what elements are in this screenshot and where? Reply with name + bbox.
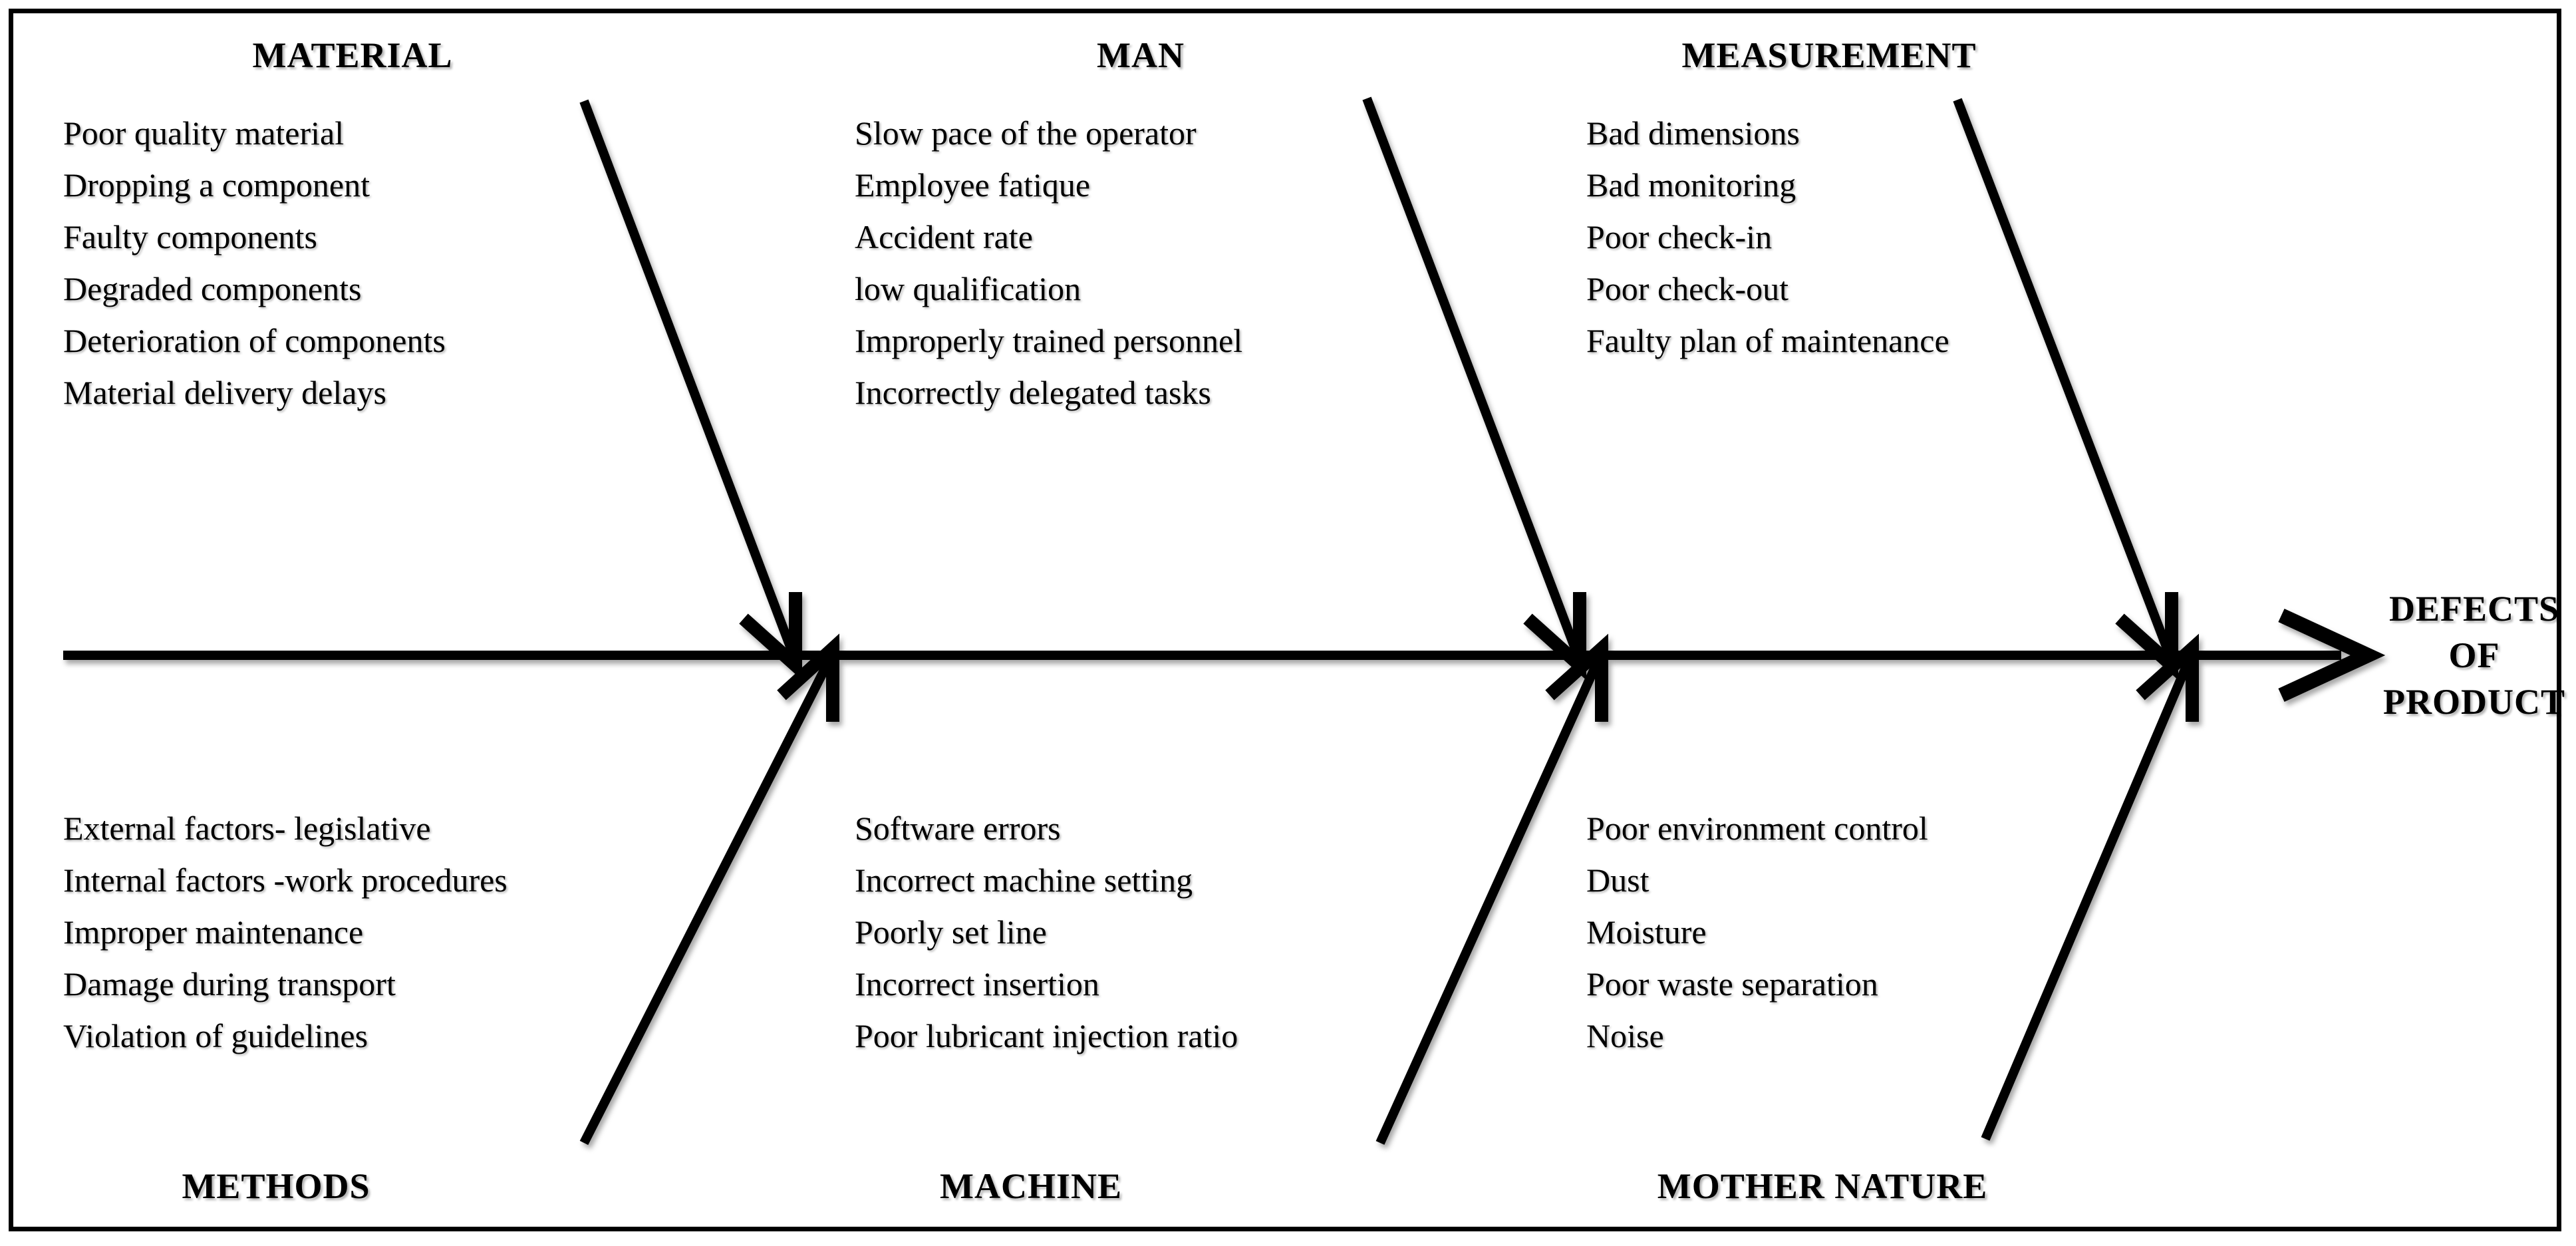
spine-line — [63, 609, 2386, 702]
bone-machine — [1375, 633, 1608, 1145]
cause-item: Deterioration of components — [63, 322, 446, 359]
cause-item: Poor check-out — [1586, 270, 1789, 307]
cause-item: Faulty components — [63, 218, 317, 255]
bone-methods — [579, 633, 839, 1146]
cause-list-machine: Software errors Incorrect machine settin… — [855, 812, 1238, 1071]
category-title-methods: METHODS — [182, 1166, 370, 1206]
cause-item: Faulty plan of maintenance — [1586, 322, 1949, 359]
cause-item: Poor check-in — [1586, 218, 1773, 255]
cause-list-man: Slow pace of the operator Employee fatiq… — [855, 116, 1242, 428]
cause-list-mother-nature: Poor environment control Dust Moisture P… — [1586, 812, 1928, 1071]
cause-item: Poor environment control — [1586, 810, 1928, 847]
cause-item: Incorrectly delegated tasks — [855, 374, 1211, 411]
cause-item: Degraded components — [63, 270, 362, 307]
bone-man — [1362, 96, 1586, 681]
cause-list-material: Poor quality material Dropping a compone… — [63, 116, 446, 428]
cause-list-measurement: Bad dimensions Bad monitoring Poor check… — [1586, 116, 1949, 376]
cause-item: Damage during transport — [63, 965, 396, 1003]
cause-item: Material delivery delays — [63, 374, 386, 411]
category-title-man: MAN — [1097, 35, 1185, 75]
cause-item: Employee fatique — [855, 166, 1091, 204]
cause-item: Internal factors -work procedures — [63, 861, 507, 899]
bone-material — [579, 99, 802, 681]
bone-measurement — [1953, 98, 2178, 681]
bone-mother-nature — [1981, 633, 2199, 1141]
effect-line: DEFECTS — [2388, 589, 2560, 629]
cause-item: Improperly trained personnel — [855, 322, 1243, 359]
cause-item: Poorly set line — [855, 913, 1047, 951]
cause-item: Poor lubricant injection ratio — [855, 1017, 1238, 1054]
cause-item: Poor waste separation — [1586, 965, 1878, 1003]
category-title-mother-nature: MOTHER NATURE — [1657, 1166, 1988, 1206]
diagram-border — [9, 9, 2561, 1231]
cause-item: Violation of guidelines — [63, 1017, 368, 1054]
category-title-material: MATERIAL — [252, 35, 453, 75]
cause-item: Software errors — [855, 810, 1061, 847]
category-title-measurement: MEASUREMENT — [1681, 35, 1977, 75]
effect-label: DEFECTS OF PRODUCT — [2374, 585, 2574, 726]
cause-item: Noise — [1586, 1017, 1664, 1054]
cause-item: low qualification — [855, 270, 1081, 307]
cause-item: Slow pace of the operator — [855, 114, 1197, 152]
cause-item: Improper maintenance — [63, 913, 364, 951]
cause-item: External factors- legislative — [63, 810, 431, 847]
cause-item: Bad dimensions — [1586, 114, 1800, 152]
effect-line: PRODUCT — [2383, 682, 2565, 722]
cause-item: Accident rate — [855, 218, 1033, 255]
category-title-machine: MACHINE — [940, 1166, 1122, 1206]
cause-item: Incorrect insertion — [855, 965, 1099, 1003]
effect-line: OF — [2448, 635, 2500, 676]
cause-item: Moisture — [1586, 913, 1707, 951]
cause-item: Incorrect machine setting — [855, 861, 1193, 899]
cause-item: Bad monitoring — [1586, 166, 1796, 204]
cause-item: Poor quality material — [63, 114, 345, 152]
cause-item: Dust — [1586, 861, 1649, 899]
cause-item: Dropping a component — [63, 166, 370, 204]
cause-list-methods: External factors- legislative Internal f… — [63, 812, 507, 1071]
